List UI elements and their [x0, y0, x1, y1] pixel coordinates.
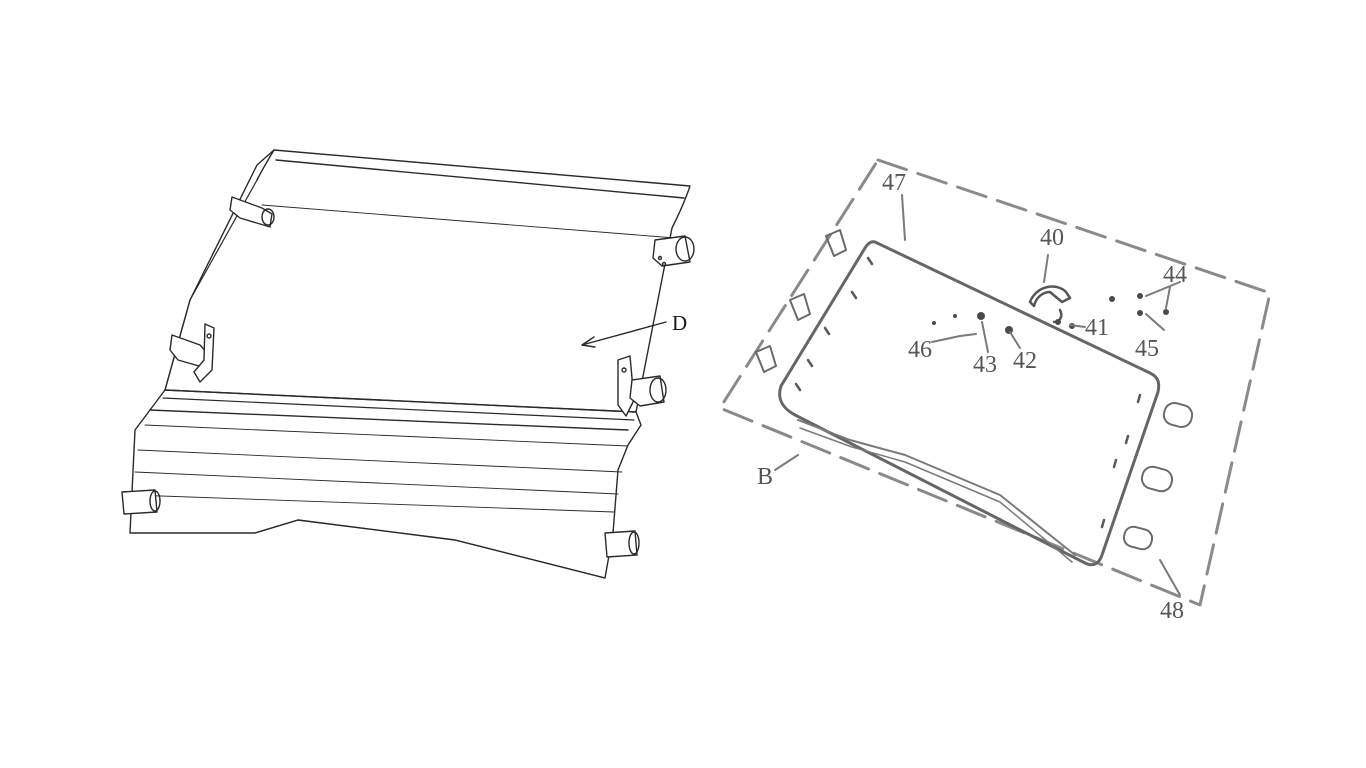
callout-d: D	[672, 311, 687, 335]
latch-part	[1028, 285, 1072, 324]
callout-b: B	[757, 464, 773, 490]
panel-slots	[794, 256, 1142, 529]
right-callouts: 47 40 44 41 45 46 43 42 B 48	[757, 170, 1187, 624]
callout-41: 41	[1085, 315, 1109, 341]
callout-45: 45	[1135, 336, 1159, 362]
clamp-mid-right	[617, 355, 667, 417]
callout-46: 46	[908, 337, 932, 363]
leader-d-arrow	[581, 321, 667, 348]
clip-group-right	[1122, 401, 1194, 551]
foot-right	[604, 530, 640, 558]
dashed-boundary	[718, 158, 1272, 607]
clamp-top-left	[229, 196, 275, 228]
callout-47: 47	[882, 170, 906, 196]
glass-panel	[778, 240, 1161, 567]
leader-lines	[774, 194, 1181, 596]
hardware-dots	[932, 293, 1169, 334]
clip-group-left	[755, 229, 847, 373]
clamp-top-right	[652, 235, 695, 267]
foot-left	[121, 489, 161, 515]
callout-44: 44	[1163, 262, 1187, 288]
callout-43: 43	[973, 352, 997, 378]
callout-40: 40	[1040, 225, 1064, 251]
windshield-right-view	[718, 158, 1272, 607]
upper-glass-panel	[164, 149, 691, 413]
clamp-mid-left	[169, 323, 215, 383]
lower-panel	[129, 389, 642, 579]
callout-42: 42	[1013, 348, 1037, 374]
windshield-left-view	[121, 149, 695, 579]
callout-48: 48	[1160, 598, 1184, 624]
